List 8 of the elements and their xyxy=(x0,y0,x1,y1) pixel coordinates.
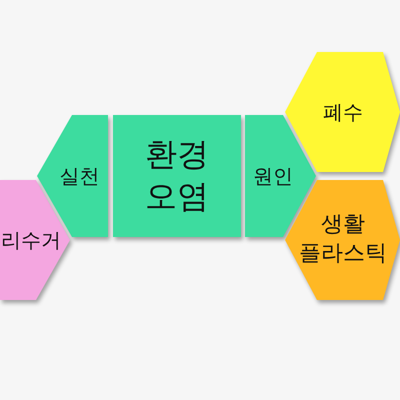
square-tile xyxy=(113,115,241,237)
tile-label: 폐수 xyxy=(323,99,363,125)
tile-label: 실천 xyxy=(60,163,100,189)
tile-label: 생활 플라스틱 xyxy=(298,211,388,268)
tile-label: 원인 xyxy=(253,163,293,189)
arrow-tile xyxy=(245,115,316,237)
tile-label: 환경 오염 xyxy=(144,134,210,217)
tile-label: 리수거 xyxy=(1,227,61,253)
